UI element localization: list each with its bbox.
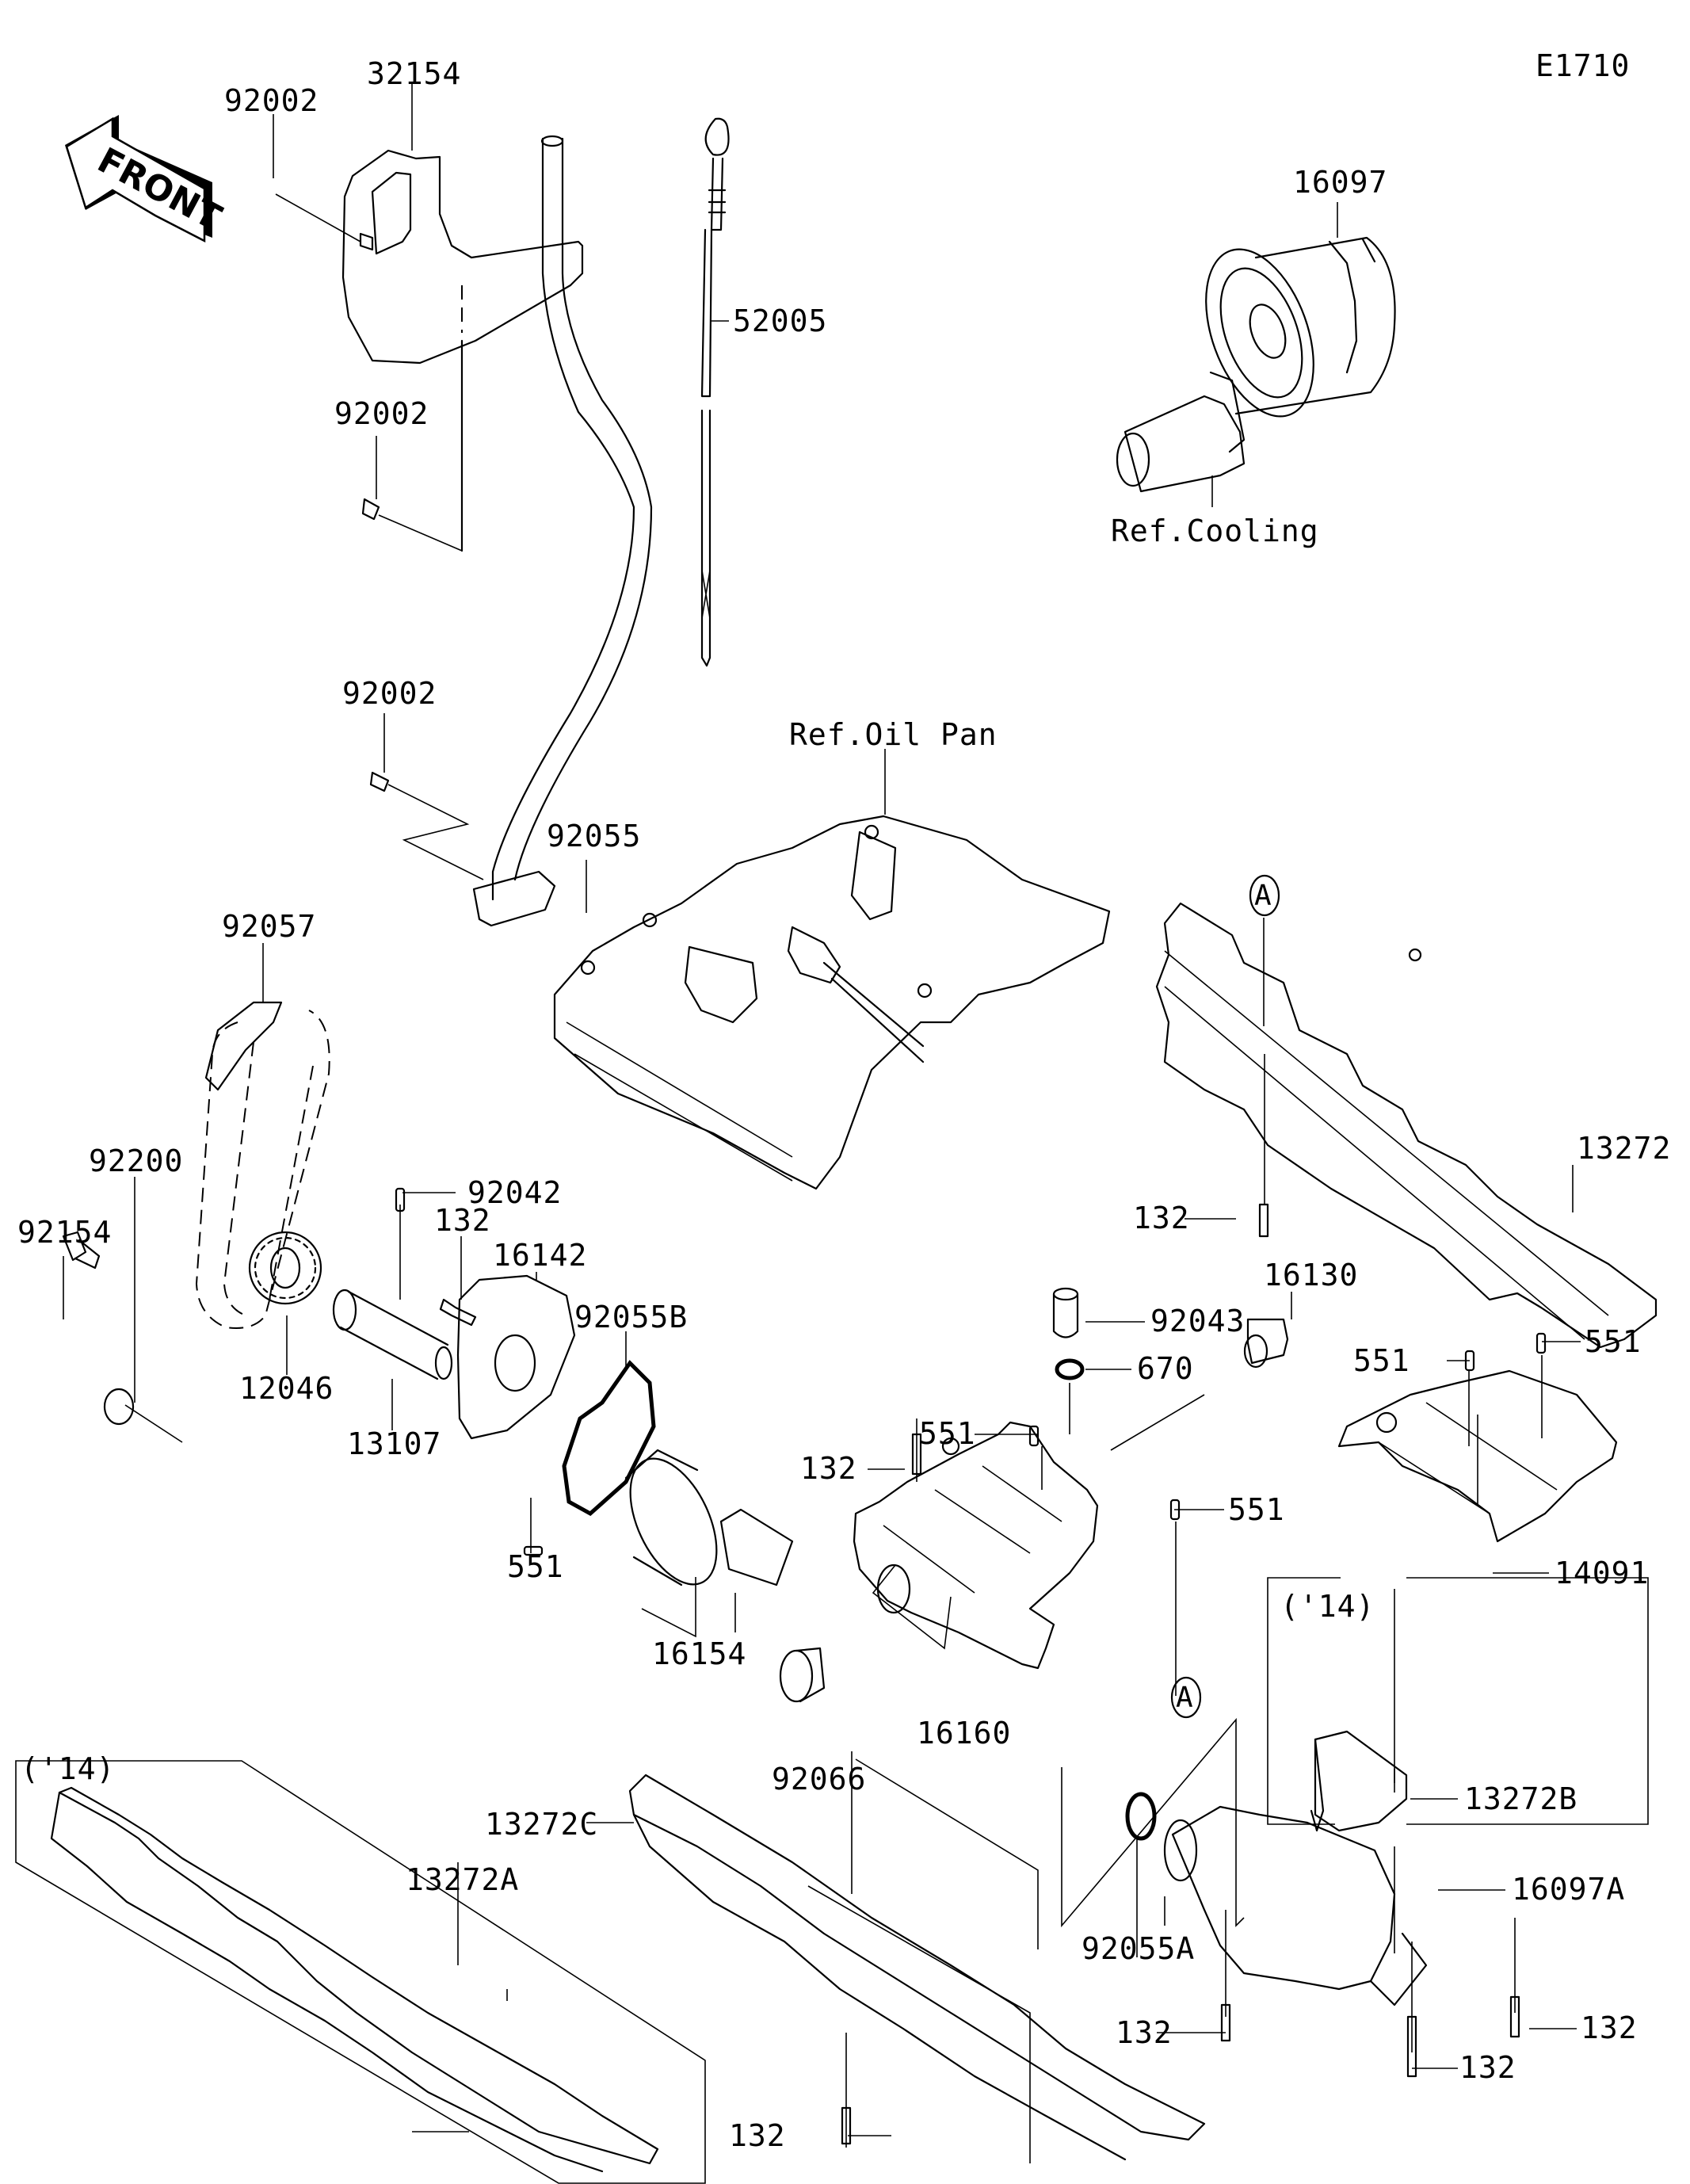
part-label-92002-mid[interactable]: 92002 (334, 396, 429, 431)
part-label-92200[interactable]: 92200 (89, 1144, 183, 1178)
front-arrow-icon: FRONT (65, 115, 227, 243)
part-label-16160[interactable]: 16160 (917, 1716, 1011, 1751)
year-box-frame-b (1267, 1577, 1649, 1825)
part-label-16154[interactable]: 16154 (652, 1636, 746, 1671)
part-label-132-fb[interactable]: 132 (1459, 2050, 1516, 2085)
part-label-670[interactable]: 670 (1137, 1351, 1194, 1386)
shaft-part (332, 1289, 453, 1380)
part-label-132-fa[interactable]: 132 (1116, 2015, 1173, 2050)
svg-text:A: A (1176, 1682, 1193, 1714)
ref-oil-pan-label[interactable]: Ref.Oil Pan (789, 717, 998, 752)
part-label-12046[interactable]: 12046 (239, 1371, 334, 1406)
part-label-13272b[interactable]: 13272B (1464, 1781, 1577, 1816)
ref-cooling-label[interactable]: Ref.Cooling (1111, 514, 1319, 548)
part-label-132-plate-c[interactable]: 132 (729, 2118, 786, 2153)
part-label-13272c[interactable]: 13272C (485, 1807, 598, 1842)
collar-part (1052, 1287, 1079, 1338)
baffle-part (1155, 902, 1658, 1349)
year-box-frame-a (15, 1760, 706, 2184)
diagram-code: E1710 (1535, 48, 1630, 83)
dipstick-part (700, 117, 730, 667)
oil-pan-part (553, 815, 1111, 1190)
pump-gasket-part (562, 1360, 656, 1517)
cooling-union-part (1116, 371, 1246, 493)
part-label-132-fc[interactable]: 132 (1581, 2010, 1638, 2045)
part-label-92055[interactable]: 92055 (547, 819, 641, 853)
housing-plate-part (1337, 1369, 1618, 1543)
part-label-551-b[interactable]: 551 (1228, 1492, 1285, 1527)
plate-13272a-part (50, 1786, 659, 2173)
part-label-92055a[interactable]: 92055A (1082, 1931, 1195, 1966)
year-label-b: ('14) (1280, 1589, 1375, 1624)
part-label-92057[interactable]: 92057 (222, 909, 316, 944)
pump-cover-part (456, 1274, 576, 1440)
leader-lines (63, 83, 1581, 2148)
part-label-13107[interactable]: 13107 (347, 1426, 441, 1461)
part-label-52005[interactable]: 52005 (733, 304, 827, 338)
sprocket-bolt-part (62, 1231, 101, 1270)
part-label-92042[interactable]: 92042 (467, 1175, 562, 1210)
part-label-132-housing[interactable]: 132 (800, 1451, 857, 1486)
dowel-icons (395, 1187, 1547, 1556)
part-label-132-pump[interactable]: 132 (434, 1203, 491, 1238)
part-label-92002-top[interactable]: 92002 (224, 83, 319, 118)
bolt-icons (359, 232, 1520, 2145)
part-label-551-d[interactable]: 551 (1585, 1324, 1642, 1359)
part-label-132-baffle[interactable]: 132 (1133, 1201, 1190, 1235)
guide-lines (807, 1717, 1245, 2163)
plate-13272c-part (628, 1774, 1206, 2161)
oil-filter-part (1205, 236, 1396, 418)
part-label-551-c[interactable]: 551 (1353, 1343, 1410, 1378)
part-label-16142[interactable]: 16142 (493, 1238, 587, 1273)
part-label-16097a[interactable]: 16097A (1512, 1872, 1625, 1907)
part-label-92066[interactable]: 92066 (772, 1762, 866, 1796)
sprocket-part (248, 1231, 322, 1305)
part-label-32154[interactable]: 32154 (367, 56, 461, 91)
pump-body-part (853, 1421, 1099, 1670)
bracket-part (341, 149, 584, 552)
chain-part (195, 1001, 330, 1329)
part-label-13272[interactable]: 13272 (1577, 1131, 1671, 1166)
callout-marker-a-top: A (1249, 874, 1280, 917)
filter-body-part (1163, 1805, 1428, 2006)
part-label-92055b[interactable]: 92055B (574, 1300, 688, 1334)
part-label-92154[interactable]: 92154 (17, 1215, 112, 1250)
callout-marker-a-bottom: A (1170, 1676, 1202, 1719)
part-label-16097[interactable]: 16097 (1293, 165, 1387, 200)
rotor-part (624, 1449, 794, 1586)
plate-13272b-part (1310, 1730, 1408, 1832)
relief-valve-part (1243, 1318, 1289, 1369)
oring-670-part (1055, 1358, 1085, 1380)
year-label-a: ('14) (21, 1751, 115, 1786)
svg-text:A: A (1254, 880, 1272, 912)
part-label-551-a[interactable]: 551 (919, 1416, 976, 1451)
part-label-14091[interactable]: 14091 (1555, 1556, 1649, 1590)
part-label-92043[interactable]: 92043 (1150, 1304, 1245, 1338)
part-label-16130[interactable]: 16130 (1264, 1258, 1358, 1292)
washer-part (103, 1388, 183, 1443)
oil-pipe-part (472, 135, 653, 927)
part-label-92002-low[interactable]: 92002 (342, 676, 437, 711)
part-label-13272a[interactable]: 13272A (406, 1862, 519, 1897)
plug-part (779, 1647, 826, 1703)
